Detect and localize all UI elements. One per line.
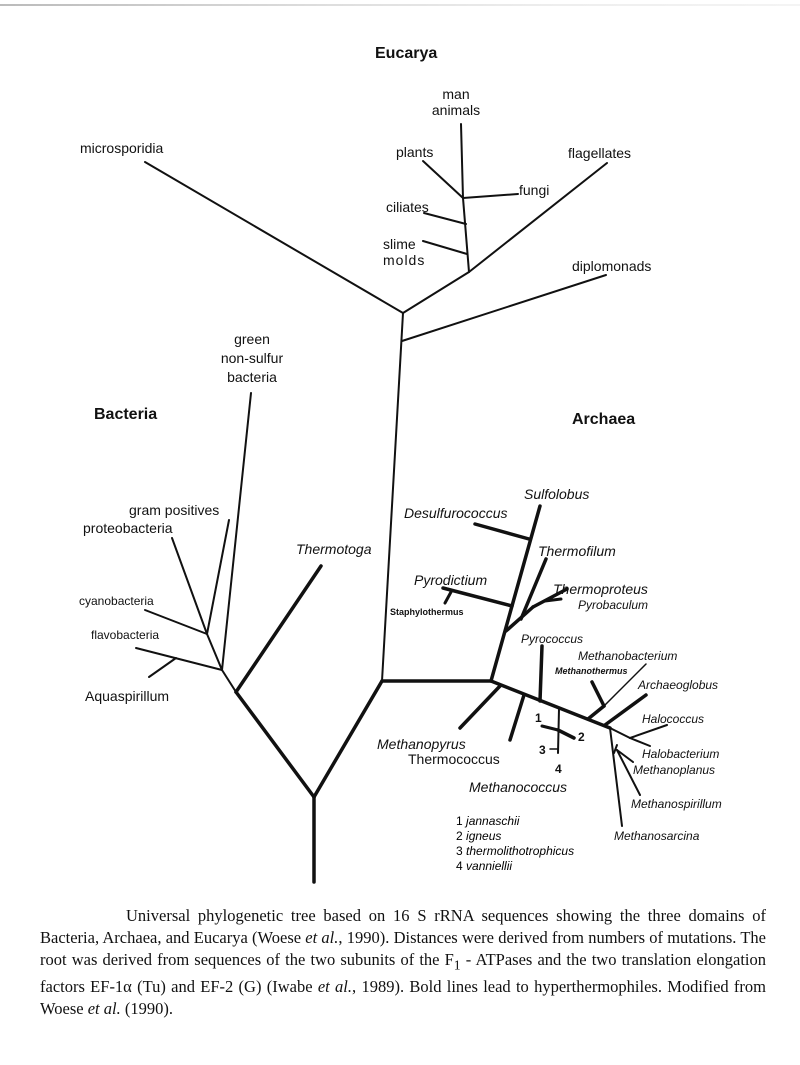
taxon-methanobacterium: Methanobacterium	[578, 649, 678, 663]
taxon-pyrodictium: Pyrodictium	[414, 572, 488, 588]
branch-halo-stem	[609, 727, 631, 739]
taxon-thermococcus: Thermococcus	[408, 751, 500, 767]
branch-methanoplanus	[616, 749, 634, 763]
branch-eucarya-trunk	[381, 312, 404, 682]
taxon-diplomonads: diplomonads	[572, 258, 652, 274]
methanococcus-marker-2: 2	[578, 730, 585, 744]
taxon-flavobacteria: flavobacteria	[91, 628, 160, 642]
branch-desulfurococcus	[473, 522, 531, 541]
branch-bacteria-inner2	[206, 633, 223, 671]
branch-methanosarcina	[609, 727, 623, 827]
methanococcus-marker-4: 4	[555, 762, 562, 776]
branch-plants	[422, 160, 464, 199]
domain-label-archaea: Archaea	[572, 411, 636, 428]
taxon-cyanobacteria: cyanobacteria	[79, 594, 154, 608]
legend-item: 4 vanniellii	[456, 859, 513, 873]
taxon-methanothermus: Methanothermus	[555, 666, 628, 676]
taxon-thermotoga: Thermotoga	[296, 541, 372, 557]
branch-cyanobacteria	[144, 609, 208, 635]
branch-thermotoga	[234, 564, 323, 694]
branch-green-nonsulfur	[221, 392, 252, 671]
taxon-archaeoglobus: Archaeoglobus	[638, 678, 719, 692]
taxon-methanosarcina: Methanosarcina	[614, 829, 700, 843]
taxon-thermoproteus: Thermoproteus	[553, 581, 648, 597]
branch-thermofilum	[519, 557, 548, 621]
legend-item: 1 jannaschii	[456, 814, 520, 828]
taxon-plants: plants	[396, 144, 434, 160]
branch-animals	[460, 123, 464, 199]
taxon-pyrobaculum: Pyrobaculum	[578, 598, 649, 612]
branch-thermoproteus	[531, 587, 569, 609]
legend-item: 2 igneus	[456, 829, 502, 843]
branch-thermococcus	[508, 693, 526, 742]
taxon-desulfurococcus: Desulfurococcus	[404, 505, 508, 521]
branch-flavobacteria	[135, 647, 223, 671]
taxon-flagellates: flagellates	[568, 145, 632, 161]
taxon-pyrococcus: Pyrococcus	[521, 632, 584, 646]
taxon-sulfolobus: Sulfolobus	[524, 486, 590, 502]
taxon-gram-positives: gram positives	[129, 502, 220, 518]
taxon-methanoplanus: Methanoplanus	[633, 763, 716, 777]
branch-halobacterium	[629, 737, 651, 747]
branch-microsporidia	[144, 161, 404, 314]
taxon-microsporidia: microsporidia	[80, 140, 164, 156]
phylogenetic-tree	[135, 123, 668, 884]
taxon-methanopyrus: Methanopyrus	[377, 736, 466, 752]
branch-aquaspirillum	[148, 657, 177, 678]
branch-halococcus	[629, 724, 668, 739]
taxon-staphylothermus: Staphylothermus	[390, 607, 464, 617]
branch-archaeoglobus	[603, 693, 648, 727]
branch-methanomicrobia	[613, 744, 618, 754]
branch-eucarya-crown	[402, 271, 470, 314]
scan-edge-line	[0, 4, 800, 6]
branch-pyrodictium	[441, 586, 514, 608]
legend-item: 3 thermolithotrophicus	[456, 844, 575, 858]
taxon-ciliates: ciliates	[386, 199, 429, 215]
branch-crenarchaeota	[489, 504, 542, 683]
taxon-methanococcus: Methanococcus	[469, 779, 568, 795]
branch-methanobacterium	[603, 663, 647, 707]
taxon-proteobacteria: proteobacteria	[83, 520, 173, 536]
branch-archaea-eucarya-stem	[312, 679, 384, 799]
branch-pyrococcus	[538, 644, 544, 703]
taxon-thermofilum: Thermofilum	[538, 543, 616, 559]
branch-methanothermus	[590, 680, 606, 708]
branch-fungi	[462, 193, 519, 199]
domain-label-bacteria: Bacteria	[94, 406, 158, 423]
methanococcus-marker-3: 3	[539, 743, 546, 757]
branch-proteobacteria	[171, 537, 208, 635]
branch-methanobacterium-stem	[586, 704, 606, 721]
branch-pyrobaculum	[543, 597, 563, 603]
branch-slime-molds	[422, 240, 468, 255]
branch-bacteria-stem	[234, 690, 316, 799]
branch-diplomonads	[401, 274, 607, 342]
domain-label-eucarya: Eucarya	[375, 45, 438, 62]
branch-bacteria-inner	[221, 669, 237, 693]
taxon-halococcus: Halococcus	[642, 712, 705, 726]
methanococcus-legend: 1 jannaschii 2 igneus 3 thermolithotroph…	[456, 814, 574, 874]
branch-gram-positives	[206, 519, 230, 635]
taxon-methanospirillum: Methanospirillum	[631, 797, 722, 811]
taxon-aquaspirillum: Aquaspirillum	[85, 688, 170, 704]
branch-methanospirillum	[616, 749, 641, 796]
branch-mc-jannaschii	[540, 724, 560, 732]
branch-euryarchaeota	[489, 679, 612, 730]
branch-crown-stem	[462, 197, 470, 273]
taxon-halobacterium: Halobacterium	[642, 747, 720, 761]
branch-mc-igneus	[556, 728, 576, 740]
branch-methanopyrus	[458, 684, 502, 730]
branch-staphylothermus	[443, 590, 453, 605]
branch-ciliates	[423, 212, 467, 225]
branch-flagellates	[468, 162, 608, 273]
taxon-fungi: fungi	[519, 182, 550, 198]
figure-caption: Universal phylogenetic tree based on 16 …	[40, 906, 767, 1019]
methanococcus-marker-1: 1	[535, 711, 542, 725]
